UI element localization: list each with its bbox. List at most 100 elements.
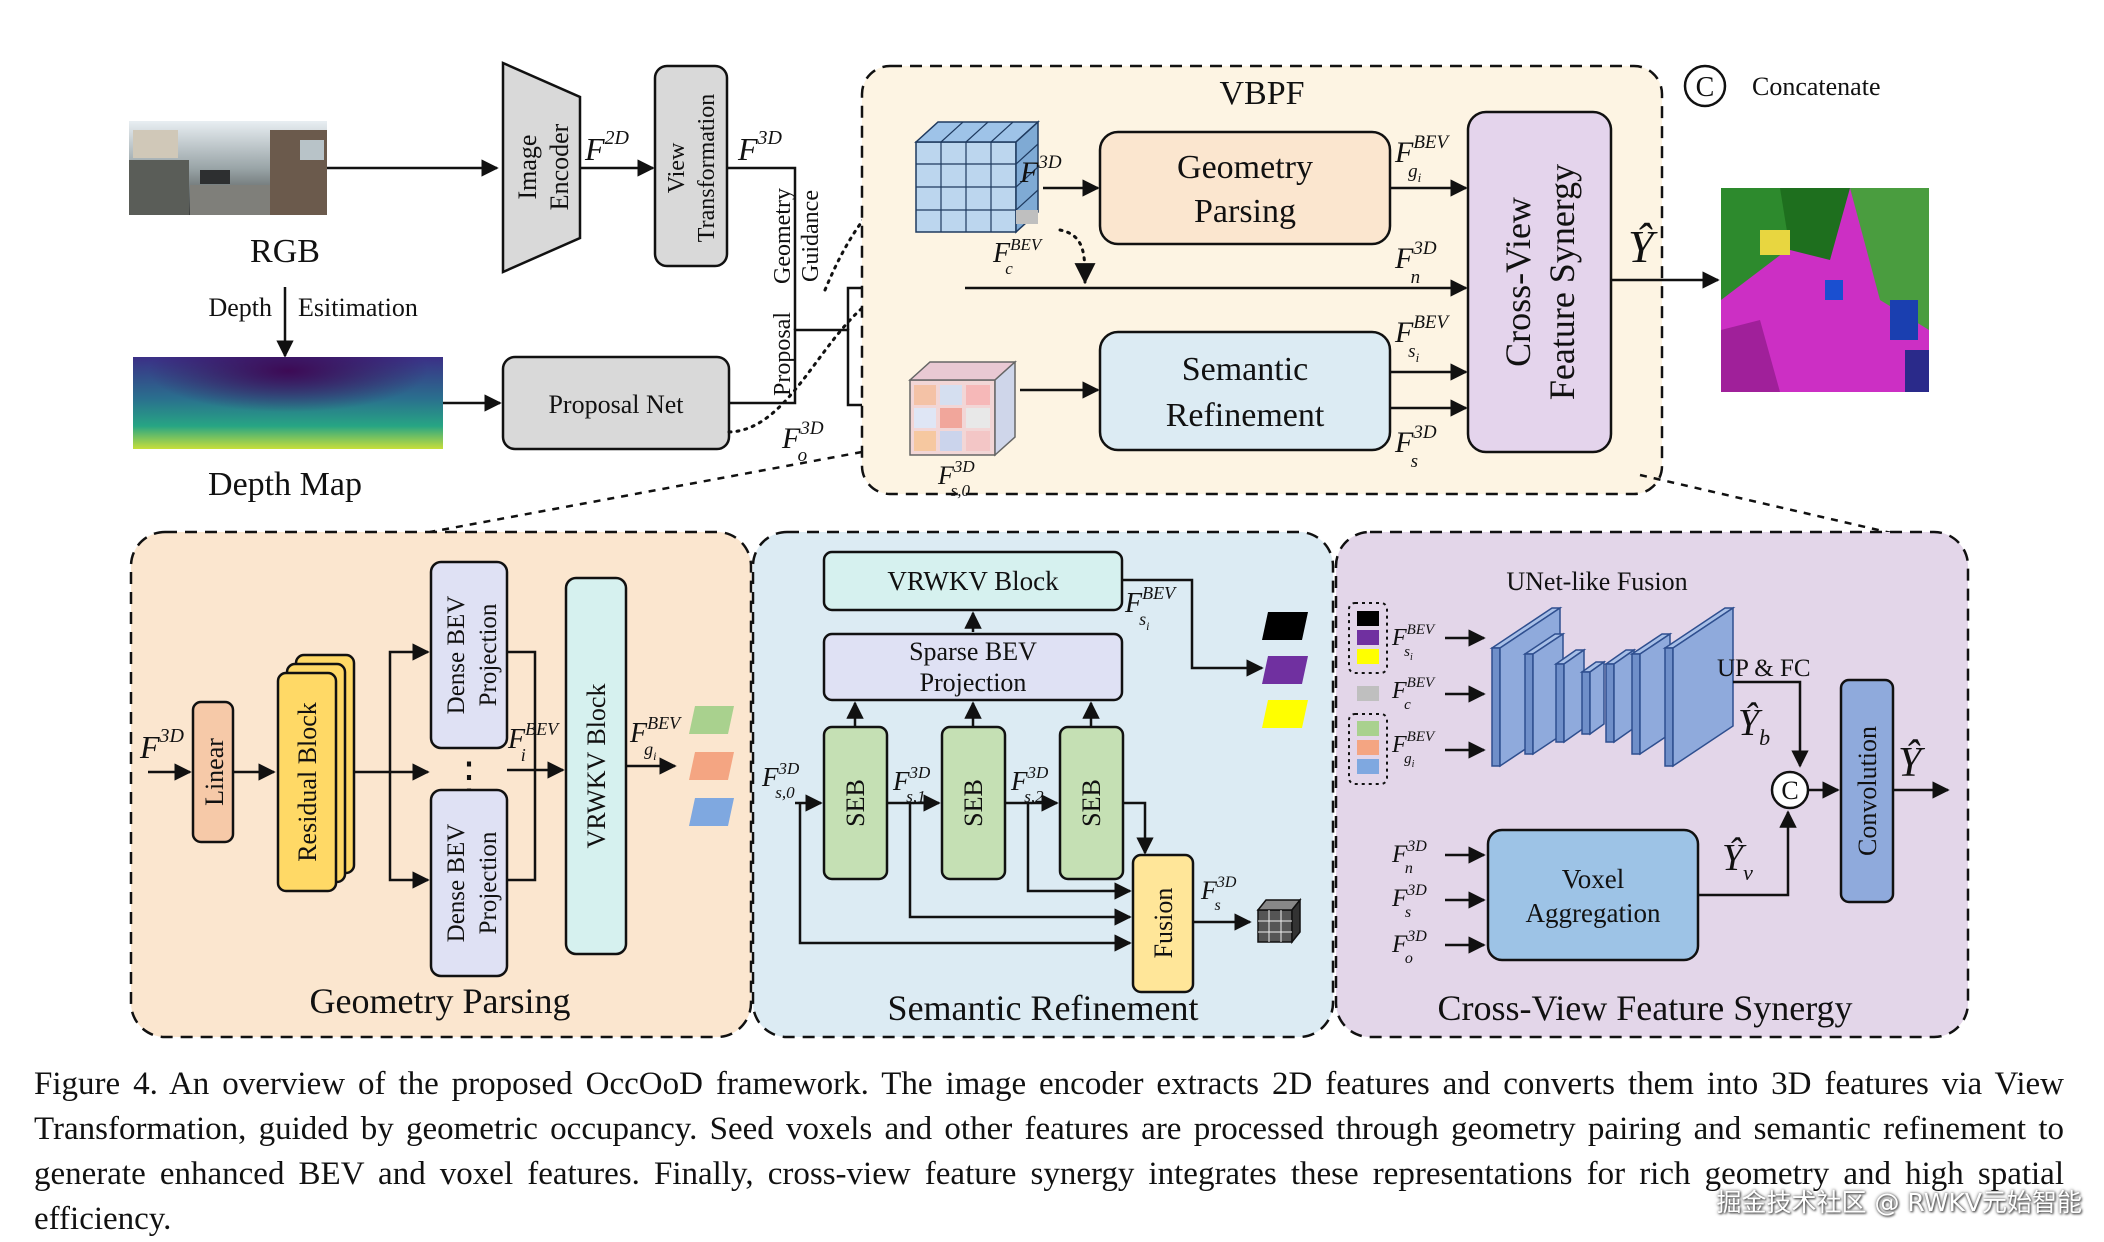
synergy-panel-title: Cross-View Feature Synergy	[1437, 988, 1852, 1028]
seb3-to-fusion-arrow	[1123, 801, 1154, 855]
unet-to-concat-arrow	[1733, 680, 1809, 768]
view-transformation-block: View Transformation	[653, 64, 729, 268]
svg-text:Dense BEV: Dense BEV	[443, 596, 470, 715]
zoom-line-left	[429, 450, 863, 534]
cross-view-line1: Cross-View	[1498, 197, 1538, 367]
vbpf-container	[860, 64, 1664, 496]
cross-view-feature-synergy-block: Cross-View Feature Synergy	[1466, 110, 1613, 454]
proposal-net-block: Proposal Net	[501, 355, 731, 451]
svg-text:Aggregation: Aggregation	[1526, 898, 1661, 928]
proposal-label: Proposal	[770, 312, 796, 396]
svg-text:SEB: SEB	[841, 779, 870, 827]
cv-swatch-green	[1357, 721, 1379, 736]
sr-vrwkv-out-arrow	[1122, 578, 1264, 677]
figure-caption: Figure 4. An overview of the proposed Oc…	[34, 1066, 2064, 1237]
svg-text:Linear: Linear	[200, 738, 229, 806]
geometry-parsing-line1: Geometry	[1177, 149, 1313, 186]
voxel-to-concat-arrow	[1698, 810, 1797, 897]
zoom-line-right	[1639, 473, 1901, 537]
circled-c-icon	[1683, 64, 1727, 108]
up-fc-label: UP & FC	[1717, 655, 1811, 682]
geometry-panel-title: Geometry Parsing	[310, 981, 571, 1021]
framework-diagram: RGB Depth Esitimation Depth Map Image En…	[129, 61, 1970, 1039]
svg-text:Convolution: Convolution	[1853, 726, 1882, 856]
image-encoder-line1: Image	[513, 135, 542, 200]
fc-dotted-arrow	[1058, 228, 1096, 285]
unet-label: UNet-like Fusion	[1506, 567, 1687, 596]
seb-block-2: SEB	[940, 725, 1007, 881]
image-encoder-block: Image Encoder	[501, 61, 582, 274]
svg-text:Fusion: Fusion	[1149, 888, 1178, 959]
cross-view-line2: Feature Synergy	[1542, 164, 1582, 400]
concat-node-glyph: C	[1781, 776, 1798, 805]
dense-bev-projection-bottom: Dense BEV Projection	[429, 788, 509, 978]
gp-vrwkv-block: VRWKV Block	[564, 576, 628, 956]
cv-swatch-black	[1357, 611, 1379, 626]
occupancy-output-image	[1721, 188, 1929, 392]
depth-map-label: Depth Map	[208, 466, 362, 503]
proposal-net-label: Proposal Net	[548, 390, 684, 419]
gp-swatch-orange	[689, 752, 734, 780]
skip-fs1-arrow	[908, 803, 1132, 926]
geometry-parsing-block: Geometry Parsing	[1098, 130, 1392, 246]
sparse-bev-projection-block: Sparse BEV Projection	[822, 632, 1124, 702]
concatenate-legend: C Concatenate	[1683, 64, 1881, 108]
colored-seed-voxel-cube-icon	[908, 360, 1017, 457]
residual-block: Residual Block	[276, 653, 356, 893]
rgb-image	[129, 121, 327, 215]
seb-block-1: SEB	[822, 725, 889, 881]
geometry-guidance-line1: Geometry	[770, 188, 796, 284]
residual-to-dense-bottom-arrow	[388, 772, 430, 889]
svg-text:C: C	[1696, 72, 1715, 103]
sr-swatch-yellow	[1262, 700, 1308, 728]
depth-label: Depth	[208, 293, 272, 322]
f3d-label-b: F3D	[1019, 152, 1062, 189]
view-transformation-line1: View	[664, 142, 690, 193]
svg-text:Voxel: Voxel	[1562, 864, 1625, 894]
sr-vrwkv-block: VRWKV Block	[822, 550, 1124, 612]
skip-fs2-arrow	[1026, 803, 1132, 900]
gp-swatch-group	[1348, 713, 1388, 785]
svg-text:Projection: Projection	[475, 603, 502, 706]
fusion-block: Fusion	[1131, 853, 1195, 994]
y-hat-label: Ŷ	[1628, 221, 1658, 272]
depth-map-image	[133, 357, 443, 449]
skip-fs0-arrow	[798, 803, 1132, 952]
blue-voxel-cube-icon	[914, 120, 1040, 234]
voxel-aggregation-block: Voxel Aggregation	[1486, 828, 1700, 962]
svg-text:Projection: Projection	[475, 831, 502, 934]
cv-y-label: Ŷ	[1898, 739, 1926, 786]
geometry-parsing-line2: Parsing	[1194, 193, 1296, 230]
estimation-label: Esitimation	[298, 293, 418, 322]
f3d-label-a: F3D	[737, 127, 783, 167]
view-transformation-line2: Transformation	[694, 94, 720, 242]
svg-text:SEB: SEB	[959, 779, 988, 827]
sr-swatch-black	[1262, 612, 1308, 640]
vbpf-title: VBPF	[1219, 75, 1304, 112]
semantic-refinement-block: Semantic Refinement	[1098, 330, 1392, 452]
dense-bottom-out-line	[507, 770, 537, 882]
semantic-panel-title: Semantic Refinement	[888, 988, 1199, 1028]
dense-bev-projection-top: Dense BEV Projection	[429, 560, 509, 750]
svg-text:VRWKV Block: VRWKV Block	[887, 566, 1059, 596]
dark-voxel-cube-icon	[1256, 897, 1302, 945]
view-trunk-line	[727, 166, 797, 330]
svg-text:Dense BEV: Dense BEV	[443, 824, 470, 943]
rgb-label: RGB	[250, 233, 320, 270]
linear-block: Linear	[191, 700, 235, 844]
gp-f3d-label: F3D	[139, 725, 185, 765]
